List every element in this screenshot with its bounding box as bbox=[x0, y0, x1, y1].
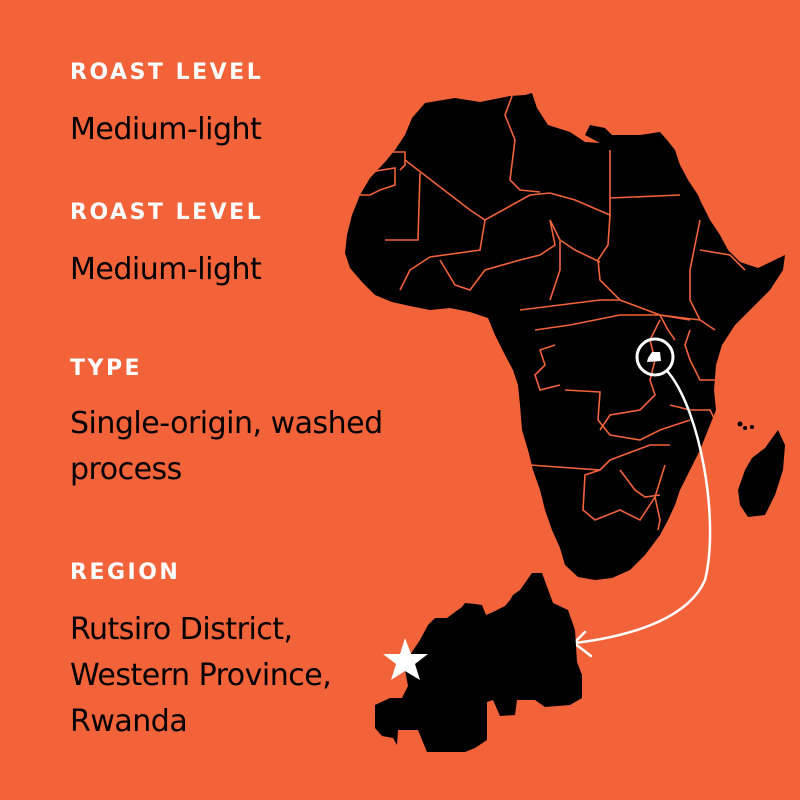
region-value-line-2: Western Province, bbox=[70, 658, 332, 693]
africa-continent-icon bbox=[345, 93, 785, 580]
rwanda-highlight-icon bbox=[647, 352, 661, 362]
type-label: TYPE bbox=[70, 356, 143, 381]
roast-level-label-1: ROAST LEVEL bbox=[70, 60, 264, 85]
region-label: REGION bbox=[70, 560, 181, 585]
star-icon bbox=[383, 638, 428, 680]
rwanda-map-icon bbox=[375, 573, 582, 752]
type-value-line-1: Single-origin, washed bbox=[70, 406, 383, 441]
arrowhead-icon bbox=[572, 630, 593, 658]
roast-level-value-1: Medium-light bbox=[70, 112, 262, 147]
roast-level-value-2: Medium-light bbox=[70, 252, 262, 287]
country-borders bbox=[352, 95, 746, 531]
region-value-line-3: Rwanda bbox=[70, 704, 188, 739]
circle-highlight-icon bbox=[635, 337, 675, 377]
region-value-line-1: Rutsiro District, bbox=[70, 612, 293, 647]
curved-arrow-icon bbox=[573, 370, 712, 645]
roast-level-label-2: ROAST LEVEL bbox=[70, 200, 264, 225]
type-value-line-2: process bbox=[70, 452, 182, 487]
